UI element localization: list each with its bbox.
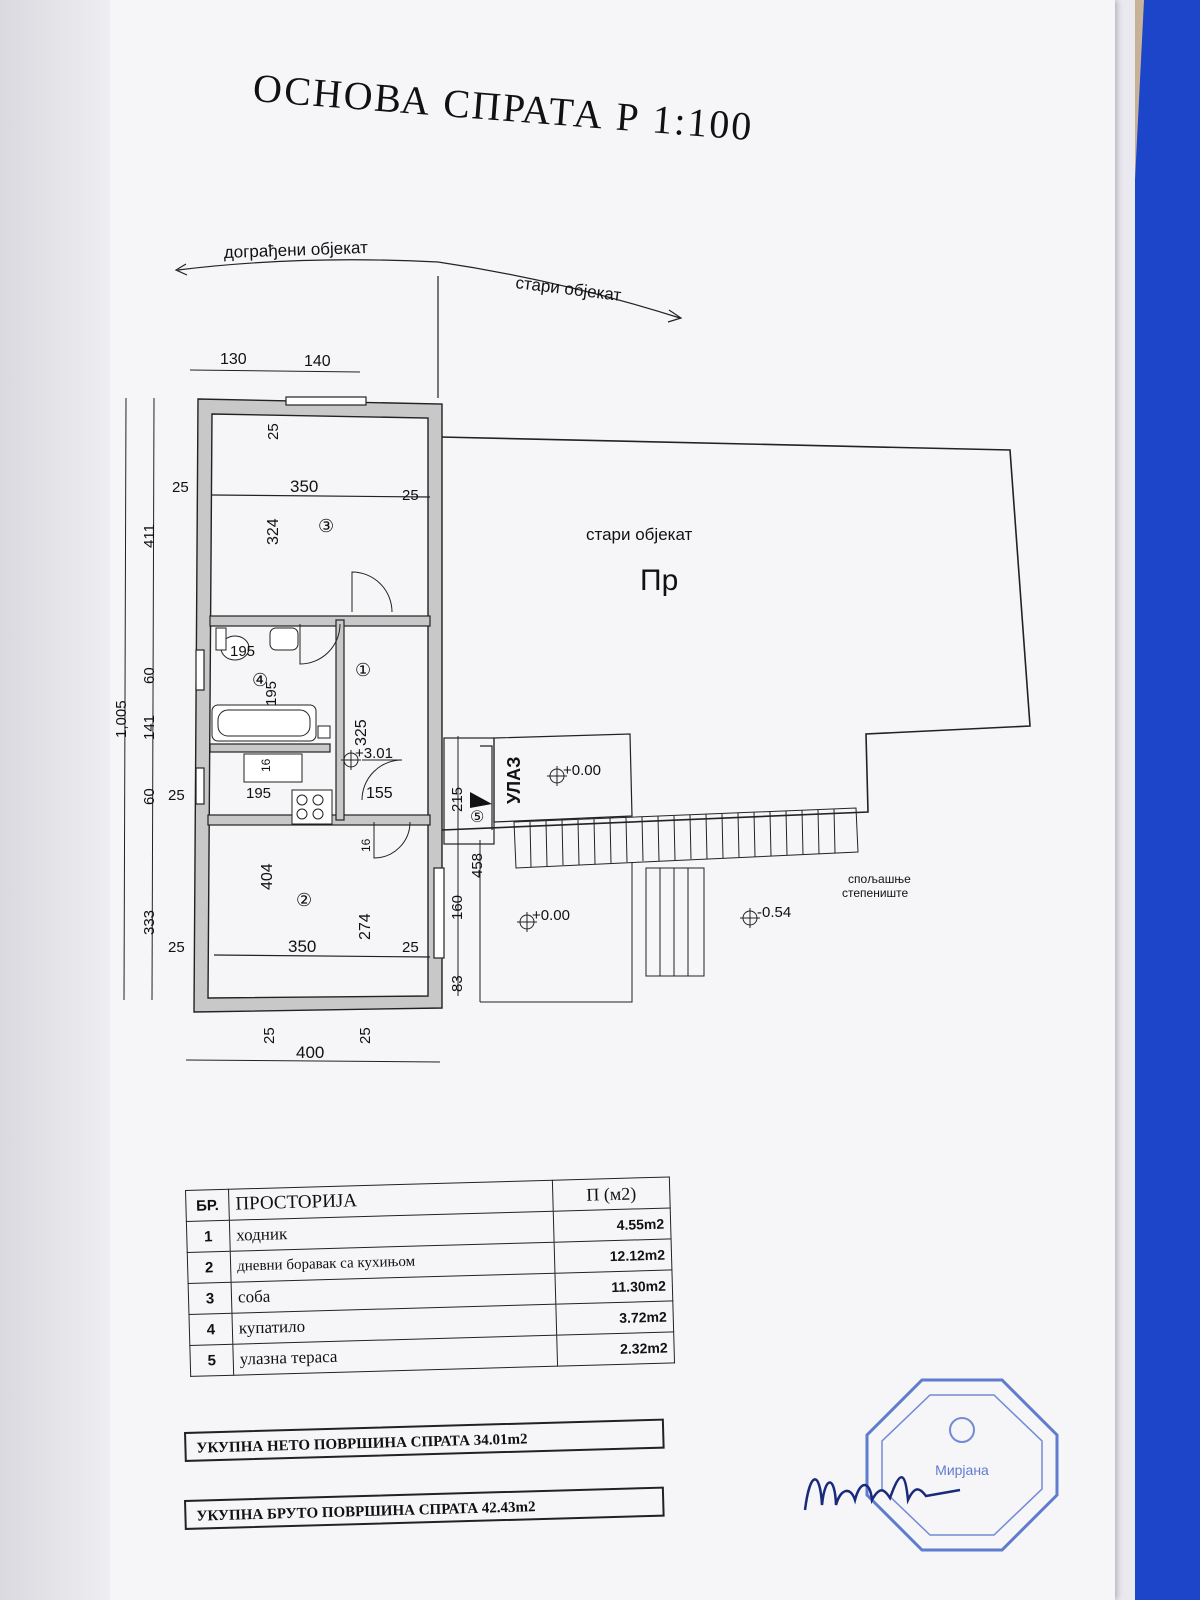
header-no: БР. — [185, 1189, 230, 1222]
level-markers — [341, 750, 760, 932]
row-no: 5 — [189, 1344, 234, 1377]
annex-label: дограђени објекат — [223, 238, 368, 262]
entrance-terrace — [443, 733, 633, 845]
row-area: 3.72m2 — [555, 1300, 674, 1336]
row-no: 3 — [188, 1282, 232, 1315]
room-number-5: ⑤ — [470, 809, 484, 826]
old-building-outline — [439, 436, 1031, 831]
interior-walls — [195, 396, 445, 959]
section-arrows — [174, 259, 683, 398]
dimension-lines — [123, 369, 459, 1063]
room-number-3: ③ — [318, 516, 334, 536]
level-terrace: +0.00 — [532, 907, 570, 924]
engineer-stamp: Мирјана — [865, 1378, 1059, 1552]
dim-left-60a: 60 — [141, 667, 158, 684]
dim-140: 140 — [304, 353, 331, 370]
dim-kitchen-195: 195 — [246, 785, 271, 802]
dim-wc-width: 195 — [230, 643, 255, 660]
row-no: 4 — [188, 1313, 233, 1346]
dim-left-141: 141 — [141, 715, 158, 740]
entrance-arrow-icon — [470, 792, 492, 808]
kitchen-fixtures — [243, 753, 333, 825]
dim-r2-wall-right: 25 — [402, 939, 419, 956]
dim-r3-height: 324 — [265, 518, 282, 545]
level-interior: +3.01 — [355, 745, 393, 762]
old-building-name: стари објекат — [586, 525, 693, 544]
signature — [803, 1476, 961, 1511]
header-area: П (м2) — [552, 1176, 671, 1212]
row-area: 11.30m2 — [554, 1269, 673, 1305]
dim-130: 130 — [220, 351, 247, 368]
dim-r3-wall-right: 25 — [402, 487, 419, 504]
dim-r3-width: 350 — [290, 477, 318, 496]
room-number-4: ④ — [252, 670, 268, 690]
dim-left-411: 411 — [141, 524, 158, 548]
row-no: 1 — [186, 1220, 231, 1253]
outer-stairs-label-2: степениште — [842, 886, 909, 900]
old-building-label: стари објекат — [515, 273, 623, 305]
doors — [299, 571, 411, 859]
dim-r3-wall-left: 25 — [172, 479, 189, 496]
room-number-1: ① — [355, 660, 371, 680]
dim-hall-height: 325 — [353, 719, 370, 746]
room-number-2: ② — [296, 890, 312, 910]
dim-right-215: 215 — [449, 787, 466, 812]
page-fold-shadow — [0, 0, 110, 1600]
outer-stairs — [479, 807, 859, 1003]
dim-16b: 16 — [359, 838, 373, 852]
level-yard: -0.54 — [757, 904, 791, 921]
row-no: 2 — [187, 1251, 232, 1284]
rooms-table: БР. ПРОСТОРИЈА П (м2) 1 ходник 4.55m2 2 … — [185, 1176, 675, 1377]
document-page — [0, 0, 1115, 1600]
dim-left-60b: 60 — [141, 788, 158, 805]
dim-bottom-25a: 25 — [261, 1027, 278, 1044]
dim-bottom-25b: 25 — [357, 1027, 374, 1044]
row-area: 2.32m2 — [556, 1331, 675, 1367]
dim-left-1005: 1,005 — [113, 700, 130, 738]
dim-r2-width: 350 — [288, 937, 316, 956]
dim-wc-height: 195 — [263, 681, 280, 706]
row-area: 12.12m2 — [554, 1238, 672, 1274]
dim-left-333: 333 — [141, 910, 158, 935]
entrance-label: УЛАЗ — [504, 757, 524, 804]
dim-16a: 16 — [259, 758, 273, 772]
dim-r3-wall-top: 25 — [265, 423, 282, 440]
dim-right-160: 160 — [449, 895, 466, 920]
dim-right-83: 83 — [449, 975, 466, 992]
dim-r2-height: 404 — [259, 863, 276, 890]
outer-stairs-label-1: спољашње — [848, 872, 911, 886]
dim-hall-width: 155 — [366, 785, 393, 802]
row-area: 4.55m2 — [553, 1207, 672, 1243]
dim-left-25: 25 — [168, 787, 185, 804]
dim-r2-wall-left: 25 — [168, 939, 185, 956]
stamp-name: Мирјана — [935, 1462, 989, 1478]
dim-total-width: 400 — [296, 1043, 324, 1062]
dim-right-458: 458 — [469, 853, 486, 878]
level-entrance: +0.00 — [563, 762, 601, 779]
old-building-code: Пр — [640, 564, 678, 597]
bathroom-fixtures — [211, 627, 331, 742]
dim-r2-height-2: 274 — [357, 913, 374, 940]
